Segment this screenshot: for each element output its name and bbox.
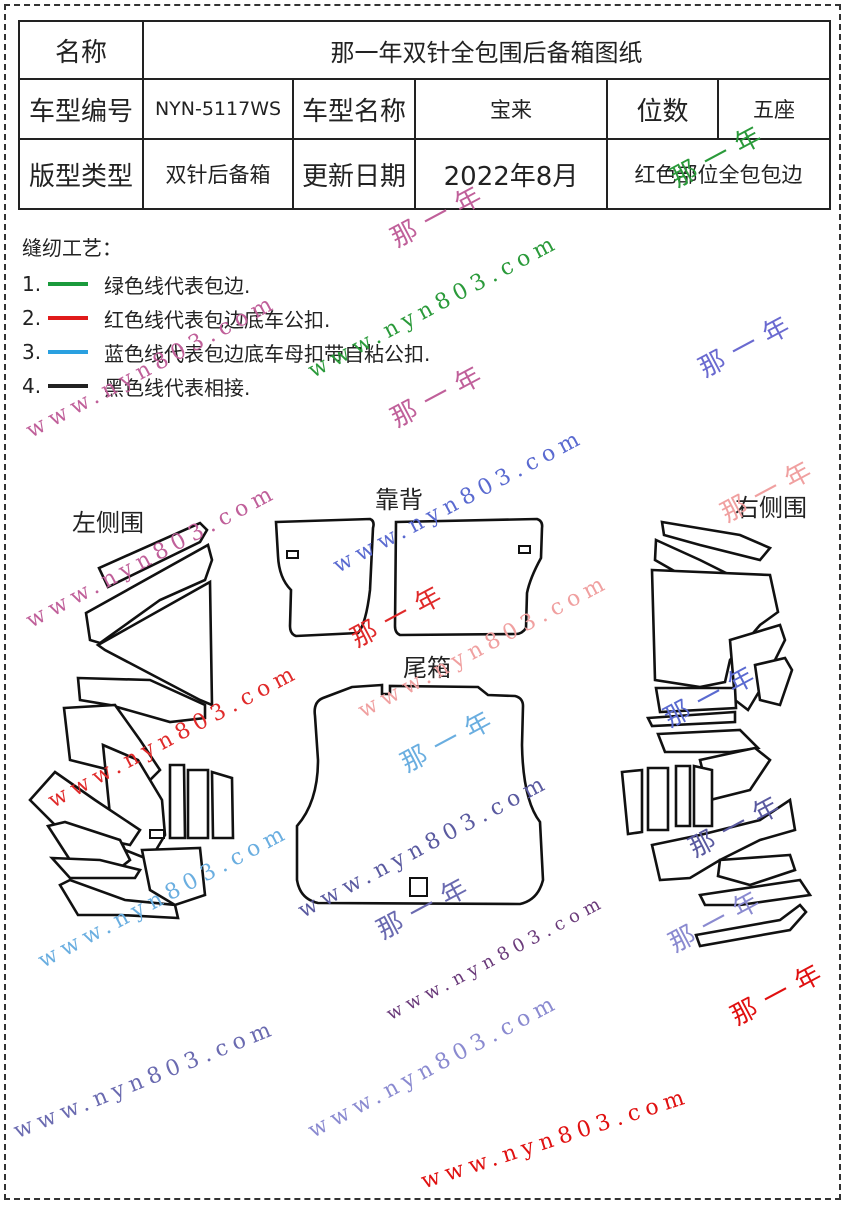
spec-table: 名称 那一年双针全包围后备箱图纸 车型编号 NYN-5117WS 车型名称 宝来… — [18, 20, 832, 210]
backrest-slot — [286, 550, 299, 559]
right-piece — [692, 764, 714, 828]
sewing-title: 缝纫工艺： — [22, 236, 122, 260]
model-code-value: NYN-5117WS — [142, 78, 294, 140]
backrest-right-piece — [393, 517, 544, 637]
right-piece — [620, 768, 644, 836]
model-name-value: 宝来 — [414, 78, 608, 140]
right-piece — [650, 568, 780, 689]
legend-num: 3. — [22, 340, 42, 364]
left-side-label: 左侧围 — [72, 509, 144, 537]
legend-item: 3. 蓝色线代表包边底车母扣带自粘公扣. — [22, 335, 430, 369]
legend-text: 红色线代表包边底车公扣. — [104, 307, 331, 332]
sewing-legend: 缝纫工艺： 1. 绿色线代表包边. 2. 红色线代表包边底车公扣. 3. 蓝色线… — [22, 232, 430, 403]
right-piece — [645, 710, 737, 728]
type-value: 双针后备箱 — [142, 138, 294, 210]
legend-num: 2. — [22, 306, 42, 330]
right-piece — [650, 797, 797, 882]
trunk-label: 尾箱 — [403, 654, 451, 682]
legend-num: 4. — [22, 374, 42, 398]
model-name-label: 车型名称 — [292, 78, 416, 140]
type-label: 版型类型 — [18, 138, 144, 210]
left-piece — [140, 846, 207, 907]
right-side-pieces — [620, 520, 813, 948]
right-piece — [716, 853, 797, 887]
legend-text: 黑色线代表相接. — [104, 375, 251, 400]
left-small-tab — [149, 829, 165, 839]
right-piece — [654, 686, 738, 714]
blue-line-swatch — [48, 350, 88, 354]
left-side-pieces — [28, 521, 235, 920]
right-piece — [660, 520, 773, 562]
left-piece — [84, 543, 214, 645]
right-piece — [646, 766, 670, 832]
legend-text: 蓝色线代表包边底车母扣带自粘公扣. — [104, 341, 431, 366]
left-piece — [48, 856, 143, 880]
date-label: 更新日期 — [292, 138, 416, 210]
backrest-pieces — [274, 517, 544, 638]
right-piece — [674, 764, 692, 828]
name-value: 那一年双针全包围后备箱图纸 — [141, 20, 832, 80]
seats-value: 五座 — [716, 78, 832, 140]
left-piece — [97, 521, 209, 589]
page-border — [4, 4, 841, 1200]
left-piece — [210, 770, 235, 840]
model-code-label: 车型编号 — [18, 78, 144, 140]
legend-text: 绿色线代表包边. — [104, 273, 251, 298]
left-piece — [58, 878, 180, 920]
right-side-label: 右侧围 — [735, 494, 807, 522]
legend-item: 4. 黑色线代表相接. — [22, 369, 430, 403]
green-line-swatch — [48, 282, 88, 286]
left-piece — [186, 768, 210, 840]
trunk-floor-outline — [295, 683, 545, 906]
black-line-swatch — [48, 384, 88, 388]
trunk-floor-slot — [409, 877, 428, 897]
name-label: 名称 — [18, 20, 144, 80]
backrest-slot — [518, 545, 531, 554]
backrest-label: 靠背 — [375, 486, 423, 514]
date-value: 2022年8月 — [414, 138, 608, 210]
seats-label: 位数 — [606, 78, 719, 140]
legend-item: 2. 红色线代表包边底车公扣. — [22, 301, 430, 335]
red-line-swatch — [48, 316, 88, 320]
backrest-left-piece — [274, 517, 375, 638]
legend-num: 1. — [22, 272, 42, 296]
legend-item: 1. 绿色线代表包边. — [22, 267, 430, 301]
right-piece — [698, 878, 813, 907]
right-piece — [694, 903, 808, 948]
right-piece — [753, 656, 794, 707]
left-piece — [76, 676, 207, 724]
trunk-floor-piece — [295, 683, 545, 906]
left-piece — [95, 579, 214, 707]
note-value: 红色部位全包包边 — [605, 138, 832, 210]
left-piece — [168, 763, 187, 840]
